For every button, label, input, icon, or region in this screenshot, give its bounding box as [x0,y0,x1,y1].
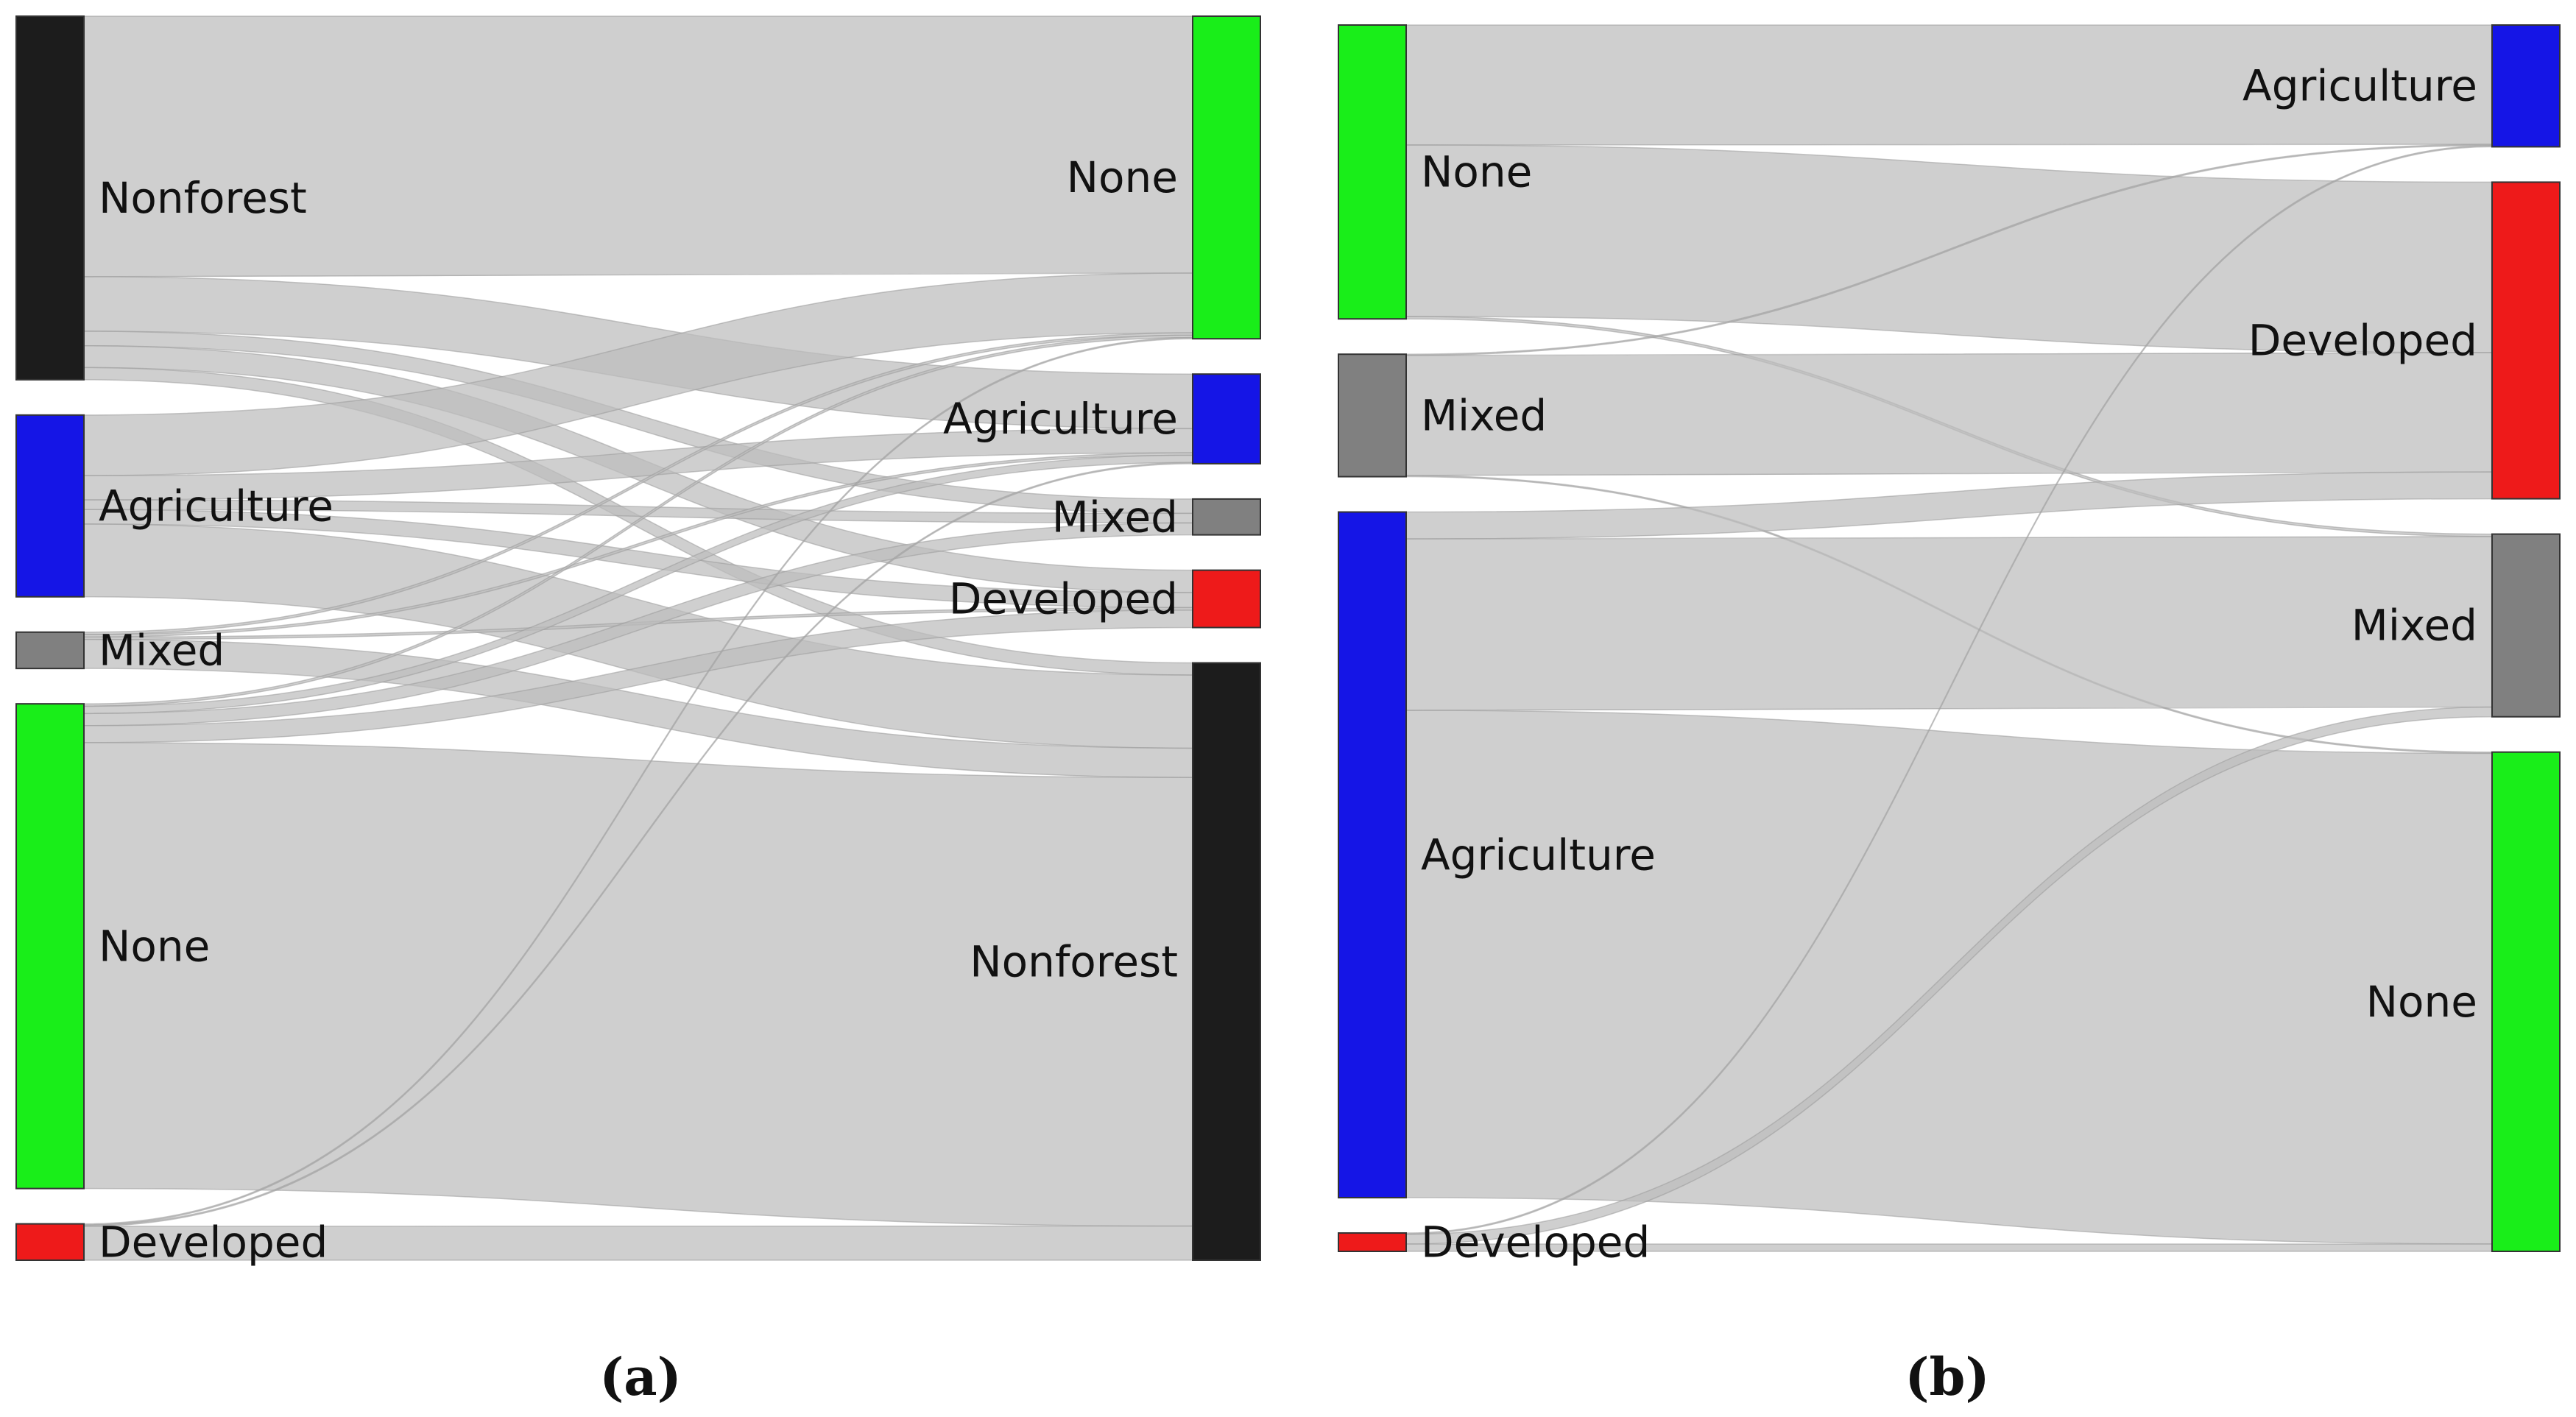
label-left-developed: Developed [1421,1218,1650,1268]
node-right-nonforest [1192,662,1261,1261]
node-right-mixed [2491,533,2561,718]
node-left-developed [15,1223,85,1261]
panel-a-nodes [15,15,1261,1261]
label-left-nonforest: Nonforest [99,173,307,223]
node-right-agriculture [2491,24,2561,148]
label-left-none: None [1421,147,1532,197]
node-right-agriculture [1192,373,1261,464]
label-left-none: None [99,921,210,971]
node-right-none [2491,751,2561,1252]
panel-b-caption: (b) [1905,1346,1989,1407]
node-right-mixed [1192,498,1261,536]
panel-a-caption: (a) [599,1346,682,1407]
node-right-developed [1192,569,1261,629]
node-right-developed [2491,181,2561,500]
link-agriculture-to-mixed [1405,536,2493,711]
node-left-agriculture [1338,511,1407,1199]
label-right-mixed: Mixed [1052,492,1178,542]
node-left-mixed [1338,353,1407,478]
panel-a-links [83,15,1193,1261]
label-right-developed: Developed [949,574,1178,624]
label-right-mixed: Mixed [2351,601,2477,651]
panel-b-sankey: NoneMixedAgricultureDevelopedAgriculture… [1338,24,2561,1407]
link-mixed-to-developed [1405,352,2493,476]
label-right-nonforest: Nonforest [970,936,1178,986]
label-left-mixed: Mixed [99,625,225,675]
node-left-mixed [15,631,85,670]
label-right-developed: Developed [2248,316,2477,366]
panel-b-links [1405,24,2493,1252]
node-right-none [1192,15,1261,340]
label-right-none: None [1067,152,1178,202]
panel-a-sankey: NonforestAgricultureMixedNoneDevelopedNo… [15,15,1261,1407]
label-right-none: None [2366,977,2477,1027]
node-left-none [15,703,85,1190]
label-left-agriculture: Agriculture [1421,830,1656,880]
panel-b-labels: NoneMixedAgricultureDevelopedAgriculture… [1421,61,2477,1268]
label-right-agriculture: Agriculture [943,394,1178,444]
label-left-agriculture: Agriculture [99,481,334,531]
label-left-mixed: Mixed [1421,390,1547,440]
node-left-nonforest [15,15,85,381]
label-right-agriculture: Agriculture [2242,61,2477,111]
node-left-none [1338,24,1407,320]
panel-b-nodes [1338,24,2561,1253]
link-nonforest-to-none [83,15,1193,278]
label-left-developed: Developed [99,1217,328,1267]
panel-a-labels: NonforestAgricultureMixedNoneDevelopedNo… [99,152,1178,1267]
node-left-developed [1338,1232,1407,1253]
node-left-agriculture [15,414,85,598]
